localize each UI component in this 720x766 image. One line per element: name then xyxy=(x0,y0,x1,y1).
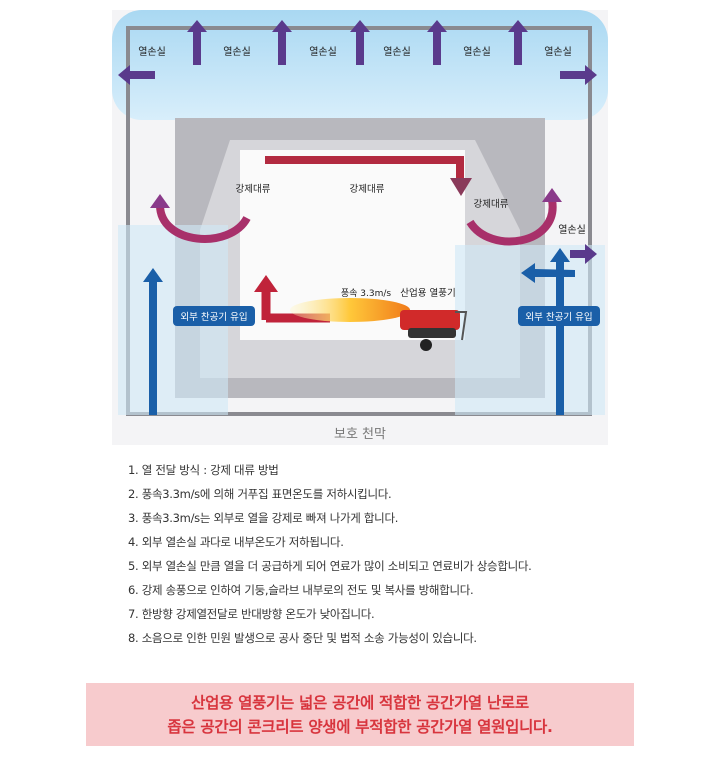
heater-label: 산업용 열풍기 xyxy=(400,287,455,299)
list-item: 8. 소음으로 인한 민원 발생으로 공사 중단 및 법적 소송 가능성이 있습… xyxy=(128,631,477,645)
industrial-heater-icon xyxy=(400,310,468,351)
list-item: 7. 한방향 강제열전달로 반대방향 온도가 낮아집니다. xyxy=(128,607,375,621)
problem-list: 1. 열 전달 방식 : 강제 대류 방법 2. 풍속3.3m/s에 의해 거푸… xyxy=(128,461,532,653)
list-item: 2. 풍속3.3m/s에 의해 거푸집 표면온도를 저하시킵니다. xyxy=(128,487,392,501)
list-item: 1. 열 전달 방식 : 강제 대류 방법 xyxy=(128,463,279,477)
warning-banner: 산업용 열풍기는 넓은 공간에 적합한 공간가열 난로로 좁은 공간의 콘크리트… xyxy=(86,683,634,746)
heat-loss-label: 열손실 xyxy=(383,46,411,58)
heat-loss-diagram: 열손실 열손실 열손실 열손실 열손실 열손실 열손실 강제대류 강제대류 강제… xyxy=(112,10,608,445)
diagram-caption: 보호 천막 xyxy=(334,427,386,442)
cold-air-arrows xyxy=(143,248,575,415)
banner-line-1: 산업용 열풍기는 넓은 공간에 적합한 공간가열 난로로 xyxy=(191,693,529,712)
forced-convection-arrows xyxy=(150,156,562,323)
cold-air-badge-right xyxy=(518,306,600,326)
cold-air-label: 외부 찬공기 유입 xyxy=(525,311,592,323)
cold-air-badge-left xyxy=(173,306,255,326)
list-item: 3. 풍속3.3m/s는 외부로 열을 강제로 빠져 나가게 합니다. xyxy=(128,511,399,525)
list-item: 6. 강제 송풍으로 인하여 기둥,슬라브 내부로의 전도 및 복사를 방해합니… xyxy=(128,583,474,597)
list-item: 4. 외부 열손실 과다로 내부온도가 저하됩니다. xyxy=(128,535,344,549)
heat-loss-label: 열손실 xyxy=(309,46,337,58)
convection-label: 강제대류 xyxy=(236,184,271,195)
convection-label: 강제대류 xyxy=(350,184,385,195)
heat-loss-arrows-up xyxy=(118,20,597,264)
heat-loss-label: 열손실 xyxy=(558,224,586,236)
list-item: 5. 외부 열손실 만큼 열을 더 공급하게 되어 연료가 많이 소비되고 연료… xyxy=(128,559,532,573)
flame xyxy=(290,298,410,322)
heat-loss-label: 열손실 xyxy=(138,46,166,58)
convection-label: 강제대류 xyxy=(474,199,509,210)
heat-loss-label: 열손실 xyxy=(463,46,491,58)
banner-line-2: 좁은 공간의 콘크리트 양생에 부적합한 공간가열 열원입니다. xyxy=(167,717,553,736)
heat-loss-label: 열손실 xyxy=(544,46,572,58)
wind-speed-label: 풍속 3.3m/s xyxy=(341,288,392,299)
cold-air-label: 외부 찬공기 유입 xyxy=(180,311,247,323)
heat-loss-label: 열손실 xyxy=(223,46,251,58)
